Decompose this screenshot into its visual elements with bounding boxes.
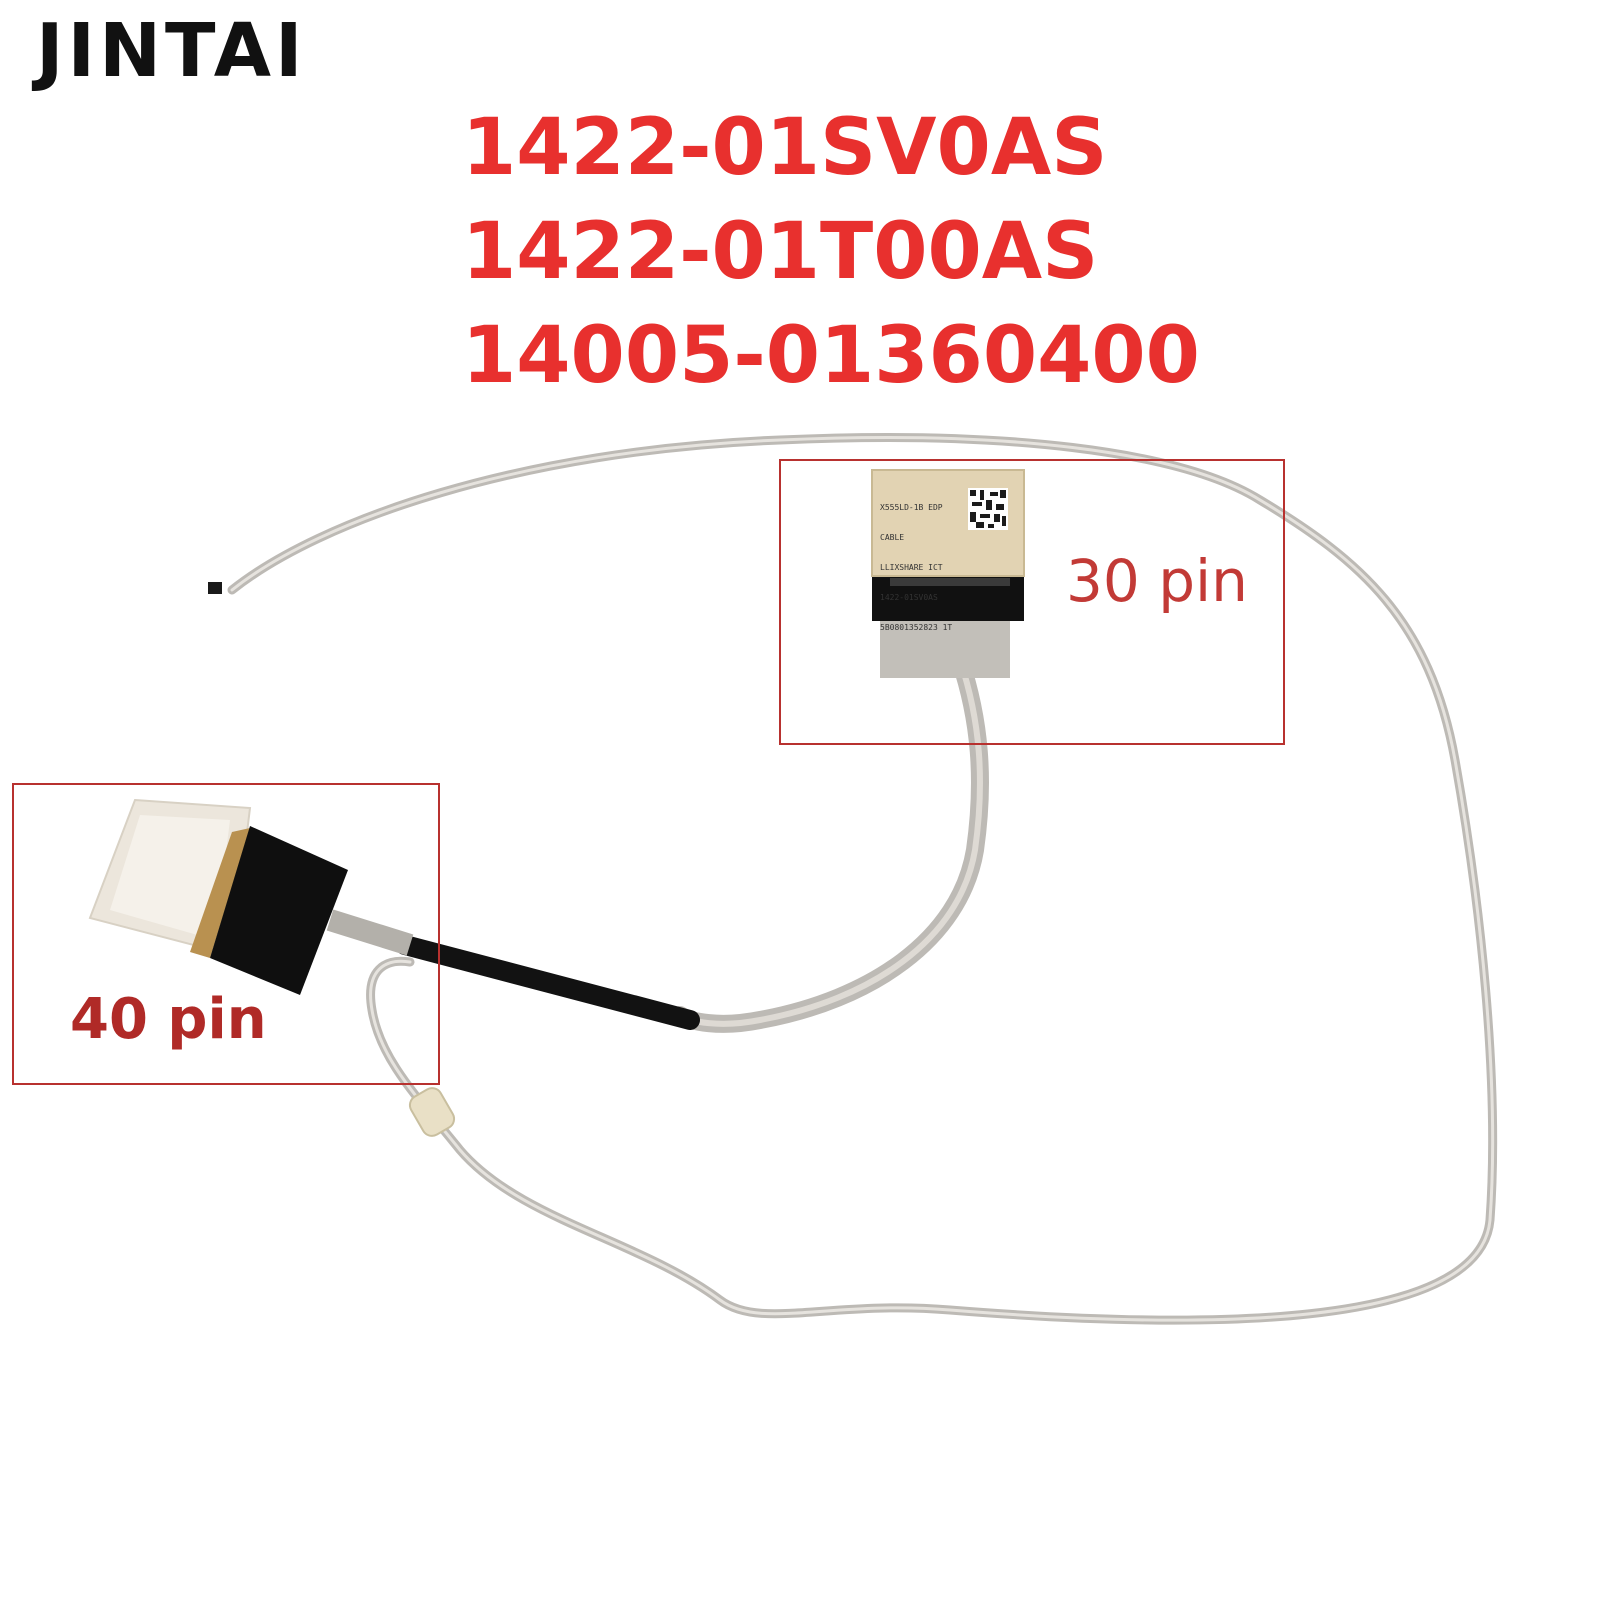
mini-connector [208,582,222,594]
connector-40pin [88,798,348,995]
cable-label-line: 5B0801352823 1T [880,623,953,632]
tape-sleeve [408,1087,456,1137]
pin-label-40: 40 pin [70,987,267,1052]
part-number: 14005-01360400 [462,311,1200,401]
callout-box-30pin [779,459,1285,745]
gray-section [326,909,414,956]
cable-label-text: X555LD-1B EDP CABLE LLIXSHARE ICT 1422-0… [880,483,952,653]
black-wrap [395,935,700,1030]
outer-cable-highlight [230,436,1495,1322]
main-cable-highlight [677,657,983,1027]
cable-label-line: LLIXSHARE ICT [880,563,943,572]
callout-box-40pin [12,783,440,1085]
cable-label-line: 1422-01SV0AS [880,593,938,602]
part-number: 1422-01SV0AS [462,103,1108,193]
part-number: 1422-01T00AS [462,207,1099,297]
cable-label-line: X555LD-1B EDP [880,503,943,512]
part-number-list: 1422-01SV0AS 1422-01T00AS 14005-01360400 [462,96,1200,408]
connector-30pin [871,469,1025,678]
brand-logo: JINTAI [36,8,307,94]
cable-label-line: CABLE [880,533,905,542]
pin-label-30: 30 pin [1066,547,1248,615]
